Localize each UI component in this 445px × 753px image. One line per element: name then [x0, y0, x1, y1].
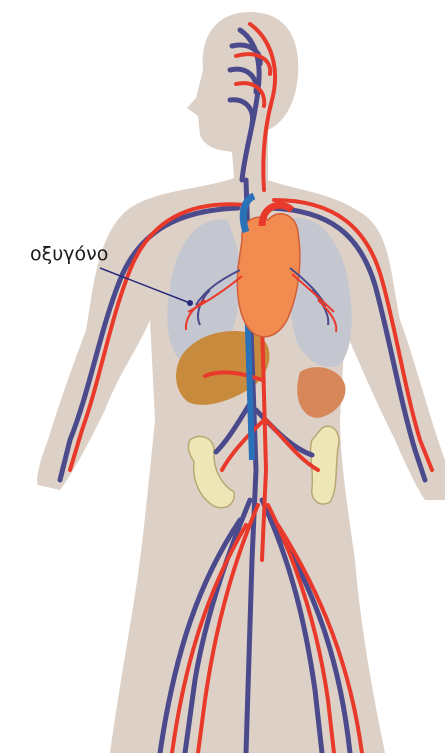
oxygen-pointer-dot: [187, 300, 193, 306]
oxygen-label: οξυγόνο: [30, 243, 108, 265]
intestine-right: [311, 426, 339, 504]
